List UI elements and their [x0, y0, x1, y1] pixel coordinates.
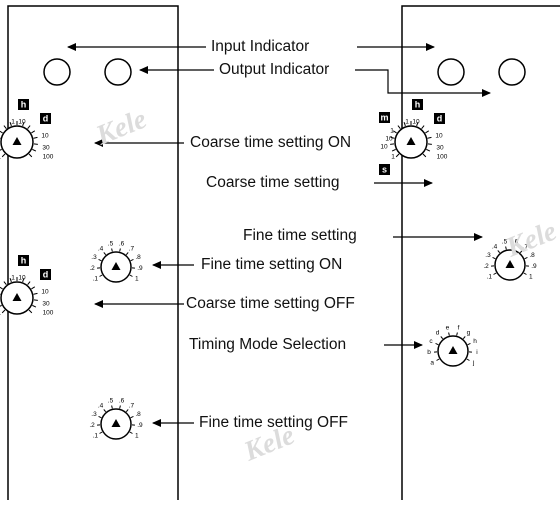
- days-unit-badge-text: d: [43, 269, 49, 279]
- coarse-off-label: Coarse time setting OFF: [186, 295, 355, 313]
- input-indicator-label: Input Indicator: [211, 38, 309, 56]
- seconds-unit-badge-text: s: [382, 164, 387, 174]
- left-output-indicator-led: [105, 59, 131, 85]
- coarse-scale-label: 30: [42, 301, 50, 308]
- days-unit-badge-text: d: [43, 113, 49, 123]
- fine-scale-label: .1: [93, 276, 99, 283]
- coarse-scale-label: 1: [0, 154, 1, 161]
- hours-unit-badge-text: h: [21, 99, 27, 109]
- fine-scale-label: .5: [108, 240, 114, 247]
- coarse-tick: [2, 154, 5, 157]
- coarse-tick: [4, 282, 6, 285]
- fine-scale-label: 1: [135, 276, 139, 283]
- mode-scale-label: g: [467, 329, 471, 336]
- coarse-tick: [392, 149, 396, 151]
- coarse-tick: [0, 287, 3, 289]
- mode-tick: [449, 333, 450, 336]
- coarse-scale-label: 1: [390, 128, 394, 135]
- fine-scale-label: .3: [485, 252, 491, 259]
- mode-scale-label: e: [446, 324, 450, 331]
- coarse-tick: [0, 149, 2, 151]
- coarse-scale-label: 10: [380, 144, 388, 151]
- coarse-tick: [4, 126, 6, 129]
- fine-scale-label: .3: [91, 411, 97, 418]
- coarse-scale-label: 1: [391, 154, 395, 161]
- coarse-tick: [398, 126, 400, 129]
- fine-scale-label: .7: [129, 245, 135, 252]
- coarse-scale-label: 10: [18, 275, 26, 282]
- left-input-indicator-led: [44, 59, 70, 85]
- coarse-scale-label: 30: [436, 145, 444, 152]
- coarse-scale-label: 10: [41, 133, 49, 140]
- timing-mode-label: Timing Mode Selection: [189, 336, 346, 354]
- days-unit-badge-text: d: [437, 113, 443, 123]
- fine-scale-label: .3: [91, 254, 97, 261]
- coarse-scale-label: 10: [412, 119, 420, 126]
- coarse-scale-label: 1: [11, 275, 15, 282]
- mode-scale-label: i: [476, 349, 477, 356]
- fine-tick: [120, 406, 121, 409]
- coarse-scale-label: 100: [43, 154, 54, 161]
- mode-scale-label: d: [436, 329, 440, 336]
- coarse-scale-label: 100: [43, 310, 54, 317]
- coarse-scale-label: 10: [385, 136, 393, 143]
- coarse-scale-label: 1: [0, 310, 1, 317]
- fine-scale-label: .9: [137, 265, 143, 272]
- fine-scale-label: .7: [129, 402, 135, 409]
- coarse-scale-label: 1: [11, 119, 15, 126]
- fine-scale-label: .2: [89, 265, 95, 272]
- fine-scale-label: .5: [108, 397, 114, 404]
- coarse-on-label: Coarse time setting ON: [190, 134, 351, 152]
- fine-scale-label: .4: [492, 243, 498, 250]
- fine-setting-label: Fine time setting: [243, 227, 357, 245]
- fine-tick: [112, 249, 113, 252]
- coarse-tick: [396, 154, 399, 157]
- hours-unit-badge-text: h: [21, 255, 27, 265]
- coarse-scale-label: 10: [41, 289, 49, 296]
- fine-scale-label: .1: [487, 274, 493, 281]
- output-indicator-label: Output Indicator: [219, 61, 329, 79]
- fine-scale-label: .6: [119, 397, 125, 404]
- fine-scale-label: .9: [531, 263, 537, 270]
- mode-scale-label: h: [473, 338, 477, 345]
- coarse-scale-label: 1: [405, 119, 409, 126]
- fine-scale-label: .1: [93, 433, 99, 440]
- right-input-indicator-led: [438, 59, 464, 85]
- coarse-scale-label: 30: [42, 145, 50, 152]
- coarse-tick: [0, 305, 2, 307]
- fine-off-label: Fine time setting OFF: [199, 414, 348, 432]
- fine-tick: [120, 249, 121, 252]
- coarse-scale-label: 10: [18, 119, 26, 126]
- coarse-scale-label: 100: [437, 154, 448, 161]
- fine-scale-label: .4: [98, 402, 104, 409]
- fine-scale-label: .4: [98, 245, 104, 252]
- fine-tick: [112, 406, 113, 409]
- fine-scale-label: .9: [137, 422, 143, 429]
- coarse-tick: [0, 131, 3, 133]
- mode-scale-label: a: [430, 360, 434, 367]
- fine-scale-label: .2: [89, 422, 95, 429]
- mode-scale-label: f: [458, 324, 460, 331]
- mode-tick: [457, 333, 458, 336]
- fine-scale-label: .8: [135, 254, 141, 261]
- fine-scale-label: 1: [529, 274, 533, 281]
- coarse-scale-label: 10: [435, 133, 443, 140]
- coarse-setting-label: Coarse time setting: [206, 174, 340, 192]
- hours-unit-badge-text: h: [415, 99, 421, 109]
- mode-scale-label: j: [472, 360, 474, 367]
- fine-on-label: Fine time setting ON: [201, 256, 342, 274]
- fine-scale-label: .2: [483, 263, 489, 270]
- minutes-unit-badge-text: m: [380, 112, 388, 122]
- coarse-tick: [2, 310, 5, 313]
- fine-scale-label: .6: [119, 240, 125, 247]
- right-output-indicator-led: [499, 59, 525, 85]
- fine-scale-label: 1: [135, 433, 139, 440]
- mode-scale-label: b: [427, 349, 431, 356]
- fine-scale-label: .8: [135, 411, 141, 418]
